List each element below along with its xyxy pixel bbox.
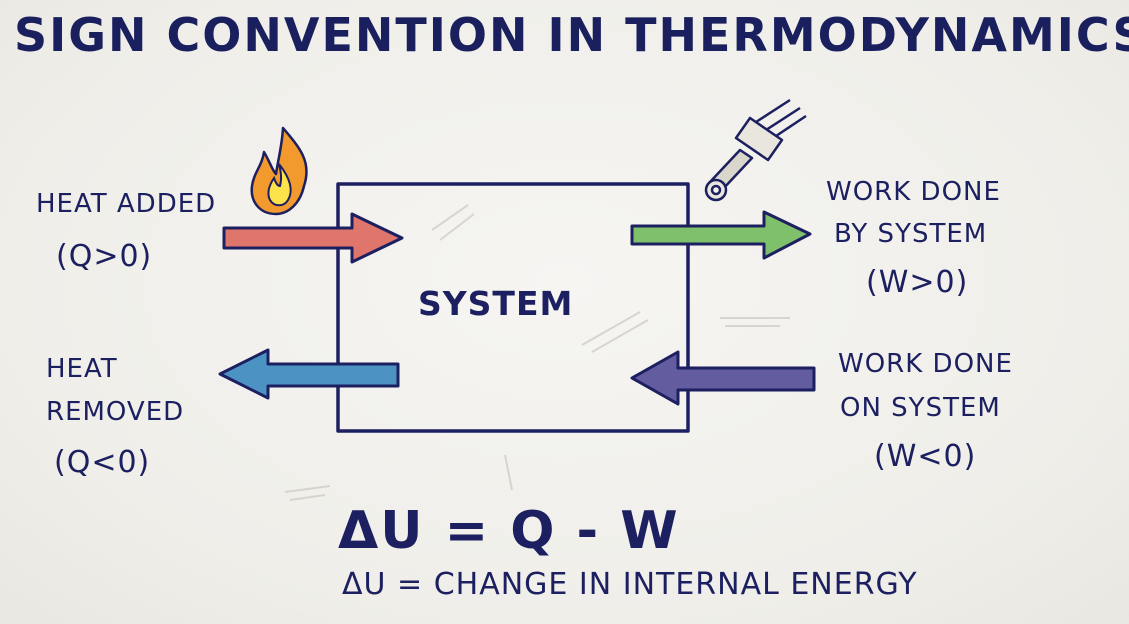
heat-added-label: HEAT ADDED [36, 189, 217, 219]
work-on-label-line1: WORK DONE [838, 349, 1013, 379]
piston-icon [704, 98, 807, 202]
heat-removed-condition: (Q<0) [54, 445, 151, 480]
system-label: SYSTEM [418, 284, 574, 323]
work-on-label-line2: ON SYSTEM [840, 393, 1001, 423]
work-on-condition: (W<0) [874, 439, 977, 474]
work-by-condition: (W>0) [866, 265, 969, 300]
heat-removed-arrow [218, 348, 400, 400]
heat-removed-label-line2: REMOVED [46, 397, 185, 427]
system-box [336, 182, 690, 433]
heat-added-condition: (Q>0) [56, 239, 153, 274]
energy-equation: ΔU = Q - W [338, 501, 680, 561]
pencil-marks [284, 204, 790, 501]
heat-added-arrow [222, 212, 404, 264]
work-on-system-arrow [630, 350, 816, 406]
flame-icon [250, 126, 308, 216]
work-by-label-line2: BY SYSTEM [834, 219, 988, 249]
work-by-system-arrow [630, 210, 812, 260]
equation-definition: ΔU = CHANGE IN INTERNAL ENERGY [342, 567, 918, 602]
heat-removed-label-line1: HEAT [46, 354, 118, 384]
work-by-label-line1: WORK DONE [826, 177, 1001, 207]
page-title: SIGN CONVENTION IN THERMODYNAMICS [14, 8, 1129, 62]
